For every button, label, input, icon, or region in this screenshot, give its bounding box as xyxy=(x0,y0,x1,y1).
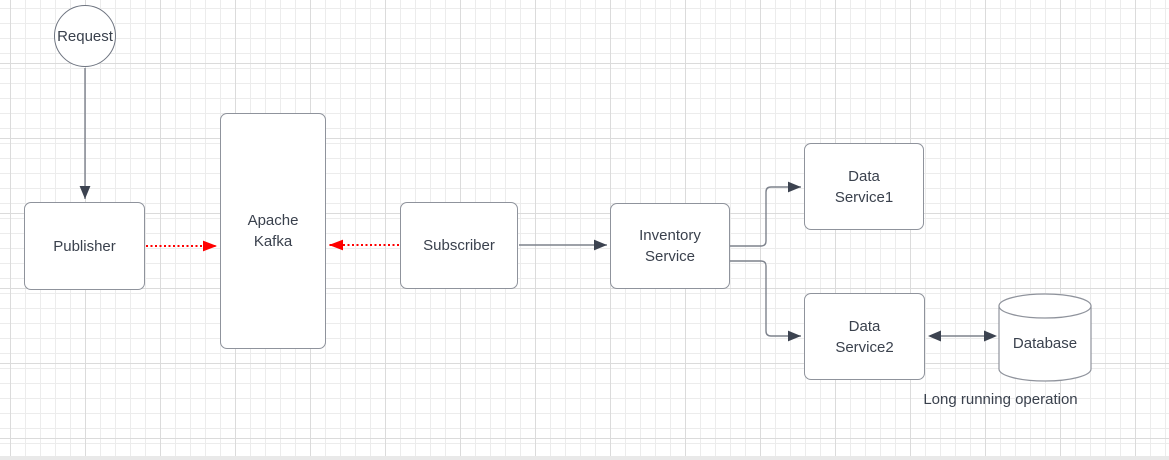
node-subscriber-label: Subscriber xyxy=(423,237,495,254)
node-publisher-label: Publisher xyxy=(53,237,116,255)
node-apache-kafka[interactable]: Apache Kafka xyxy=(220,113,326,349)
node-inventory-service-label: Inventory Service xyxy=(639,227,701,265)
node-inventory-service[interactable]: Inventory Service xyxy=(610,203,730,289)
node-data-service2-label: Data Service2 xyxy=(835,317,894,356)
edge-data-service2-to-database[interactable] xyxy=(928,330,997,342)
node-database-label: Database xyxy=(1012,335,1078,352)
node-request-label: Request xyxy=(57,27,113,45)
node-data-service1[interactable]: Data Service1 xyxy=(804,143,924,230)
node-database[interactable]: Database xyxy=(999,294,1091,381)
node-publisher[interactable]: Publisher xyxy=(24,202,145,290)
long-running-operation-note: Long running operation xyxy=(923,391,1078,408)
edge-inventory-to-data-service2[interactable] xyxy=(730,260,801,342)
canvas-bottom-edge xyxy=(0,456,1169,460)
node-data-service2[interactable]: Data Service2 xyxy=(804,293,925,380)
node-apache-kafka-label: Apache Kafka xyxy=(247,212,299,250)
edge-inventory-to-data-service1[interactable] xyxy=(730,181,801,247)
node-data-service1-label: Data Service1 xyxy=(834,167,894,206)
node-request[interactable]: Request xyxy=(54,5,116,67)
node-subscriber[interactable]: Subscriber xyxy=(400,202,518,289)
